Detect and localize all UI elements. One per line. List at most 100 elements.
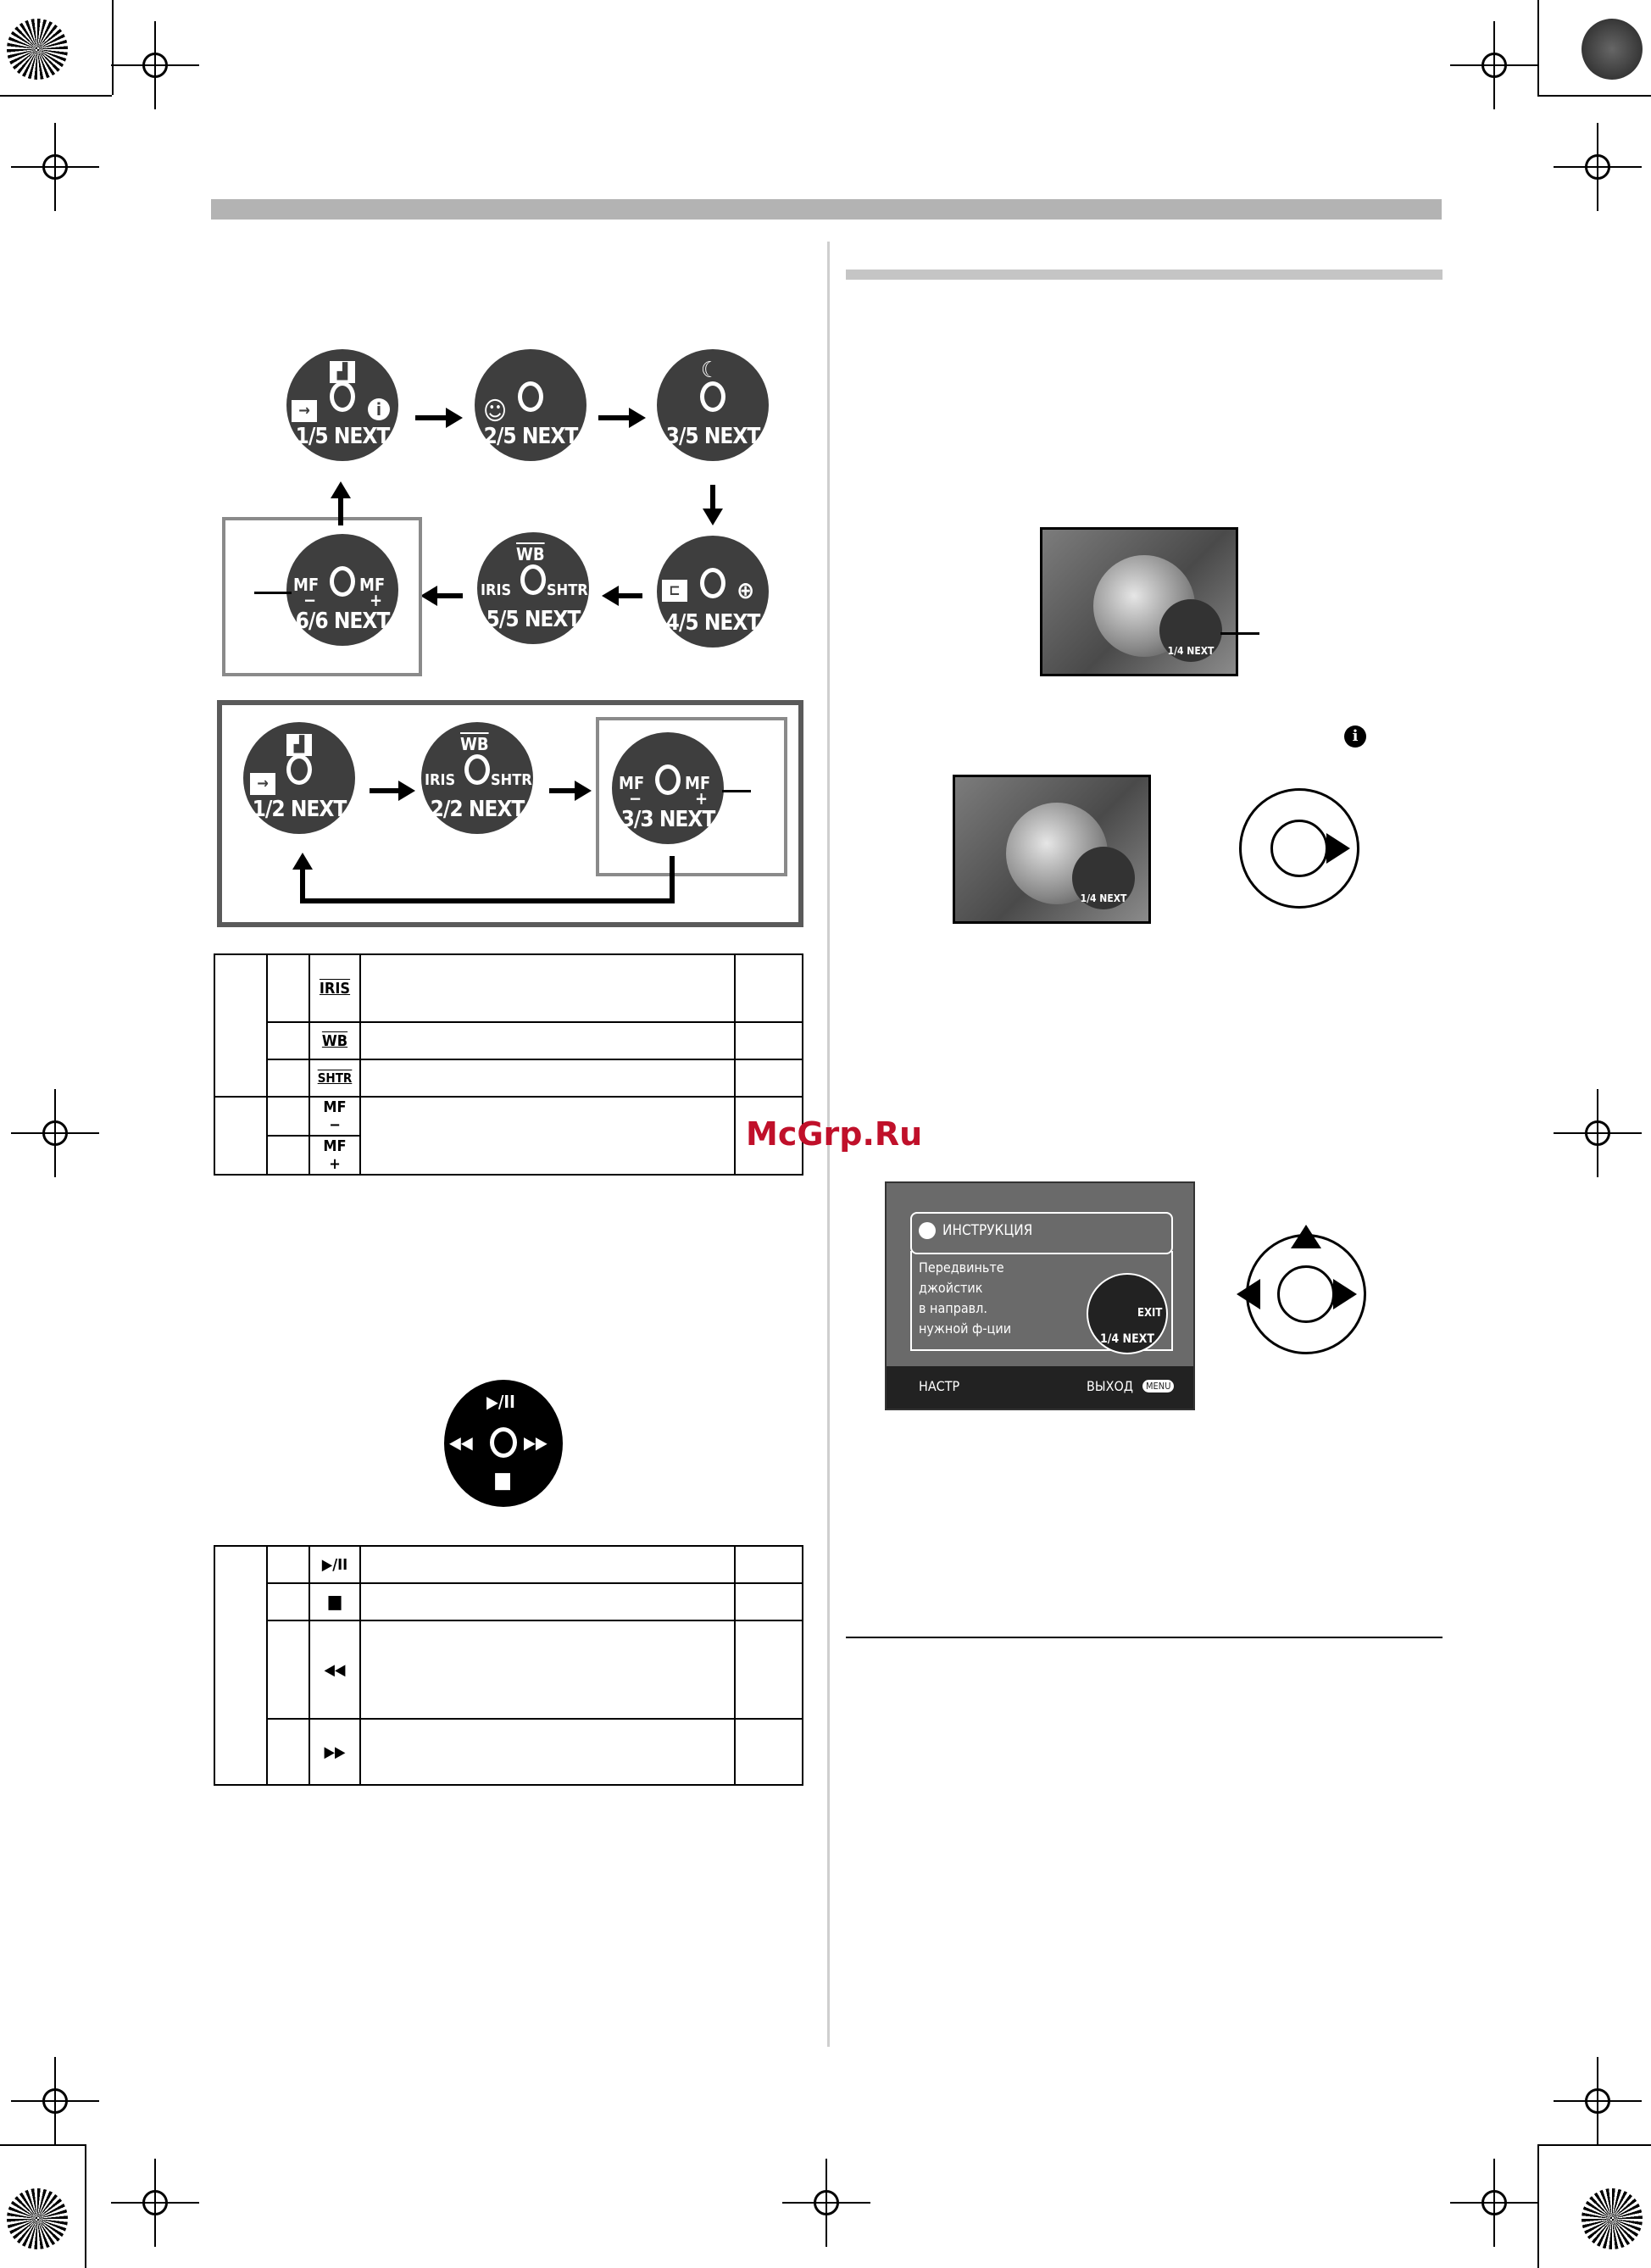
table-cell <box>734 1718 803 1786</box>
exit-label: EXIT <box>1137 1307 1163 1320</box>
mf-minus-icon: MF− <box>309 1096 361 1137</box>
dial-ring <box>655 764 681 795</box>
table-cell <box>214 953 268 1098</box>
dial-ring <box>330 381 355 412</box>
arrow-left-icon <box>1237 1279 1260 1309</box>
crop-mark <box>1537 95 1651 97</box>
dial-label: 5/5 NEXT <box>486 607 581 632</box>
camera-preview-image: 1/4 NEXT <box>1040 527 1238 676</box>
dial-ring <box>520 564 546 595</box>
dial-label: 2/2 NEXT <box>430 797 525 822</box>
mode-dial-2: ☺ 2/5 NEXT <box>475 349 586 461</box>
table-cell <box>734 1059 803 1098</box>
dial-ring <box>464 754 490 785</box>
registration-mark <box>1450 21 1538 109</box>
manual-functions-table: IRIS WB SHTR MF− MF+ <box>214 953 803 1176</box>
flow-arrow <box>598 408 646 428</box>
color-rosette <box>1582 2188 1643 2249</box>
callout-line <box>1220 632 1259 635</box>
iris-label: IRIS <box>425 771 456 789</box>
table-cell <box>734 1582 803 1621</box>
arrow-right-icon <box>1333 1279 1357 1309</box>
shtr-label: SHTR <box>491 771 532 789</box>
flow-arrow <box>703 485 723 525</box>
highlight-frame <box>596 717 787 876</box>
table-cell <box>359 1718 736 1786</box>
table-cell <box>266 1718 310 1786</box>
crop-mark <box>85 2144 86 2268</box>
dial-label: 6/6 NEXT <box>295 609 391 634</box>
table-cell <box>734 1096 803 1176</box>
table-cell <box>734 1545 803 1584</box>
help-title-box: ИНСТРУКЦИЯ <box>910 1212 1173 1254</box>
fast-forward-icon: ▶▶ <box>524 1432 548 1453</box>
table-cell <box>266 1545 310 1584</box>
camera-preview-image: 1/4 NEXT <box>953 775 1151 924</box>
dial-ring <box>700 568 725 598</box>
scene-icon: ▟ <box>286 734 312 756</box>
registration-mark <box>11 1089 99 1177</box>
flow-arrow <box>549 781 592 801</box>
joystick-diagram <box>1239 788 1359 909</box>
mode-dial-3: ☾ 3/5 NEXT <box>657 349 769 461</box>
joystick-diagram <box>1237 1225 1366 1354</box>
watermark: McGrp.Ru <box>746 1115 923 1153</box>
registration-mark <box>11 2057 99 2145</box>
flow-arrow <box>370 781 415 801</box>
info-icon: i <box>1344 725 1366 748</box>
dial-label: 4/5 NEXT <box>665 610 761 636</box>
manual-dial-3: MF − MF + 3/3 NEXT <box>612 732 724 844</box>
flow-arrow <box>292 853 313 903</box>
flow-arrow <box>420 586 463 606</box>
registration-mark <box>1554 123 1642 211</box>
manual-dial-2: WB IRIS SHTR 2/2 NEXT <box>421 722 533 834</box>
crop-mark <box>112 0 114 95</box>
highlight-frame <box>222 517 422 676</box>
zoom-b-icon: ⊕ <box>737 576 755 604</box>
crop-mark <box>1537 2144 1539 2268</box>
mini-dial: 1/4 NEXT <box>1159 599 1222 662</box>
mode-dial-1: ▟ → i 1/5 NEXT <box>286 349 398 461</box>
mf-minus-label: MF <box>619 773 645 793</box>
flow-arrow <box>415 408 463 428</box>
table-cell <box>734 1021 803 1060</box>
help-title: ИНСТРУКЦИЯ <box>942 1222 1033 1239</box>
crop-mark <box>0 2144 85 2146</box>
arrow-up-icon <box>1291 1225 1321 1248</box>
registration-mark <box>111 2159 199 2247</box>
flow-arrow <box>602 586 642 606</box>
wb-label: WB <box>516 544 545 564</box>
setup-label: НАСТР <box>919 1378 960 1394</box>
mf-plus-label: MF <box>685 773 711 793</box>
manual-mode-frame <box>217 700 803 927</box>
mode-dial-6: MF − MF + 6/6 NEXT <box>286 534 398 646</box>
help-dial: EXIT 1/4 NEXT <box>1087 1273 1168 1354</box>
registration-mark <box>782 2159 870 2247</box>
info-icon <box>919 1222 936 1239</box>
table-cell <box>266 1135 310 1176</box>
minus-sign: − <box>303 590 317 610</box>
dial-label: 1/2 NEXT <box>252 797 347 822</box>
dial-ring <box>330 566 355 597</box>
exit-arrow-icon: → <box>292 400 317 422</box>
dial-ring <box>286 754 312 785</box>
mini-dial-label: 1/4 NEXT <box>1167 645 1215 657</box>
table-cell <box>734 953 803 1023</box>
dial-label: 3/5 NEXT <box>665 424 761 449</box>
dial-label: 2/5 NEXT <box>483 424 579 449</box>
table-cell <box>359 1620 736 1720</box>
flow-arrow <box>331 481 351 525</box>
iris-icon: IRIS <box>309 953 361 1023</box>
table-cell <box>266 1582 310 1621</box>
plus-sign: + <box>695 788 709 809</box>
section-rule <box>846 1637 1443 1638</box>
face-icon: ☺ <box>483 397 508 426</box>
table-cell <box>359 1059 736 1098</box>
callout-line <box>254 592 292 594</box>
registration-mark <box>111 21 199 109</box>
table-cell <box>359 1545 736 1584</box>
table-cell <box>359 953 736 1023</box>
dial-ring <box>518 381 543 412</box>
crop-mark <box>0 95 112 97</box>
menu-badge: MENU <box>1142 1380 1175 1392</box>
